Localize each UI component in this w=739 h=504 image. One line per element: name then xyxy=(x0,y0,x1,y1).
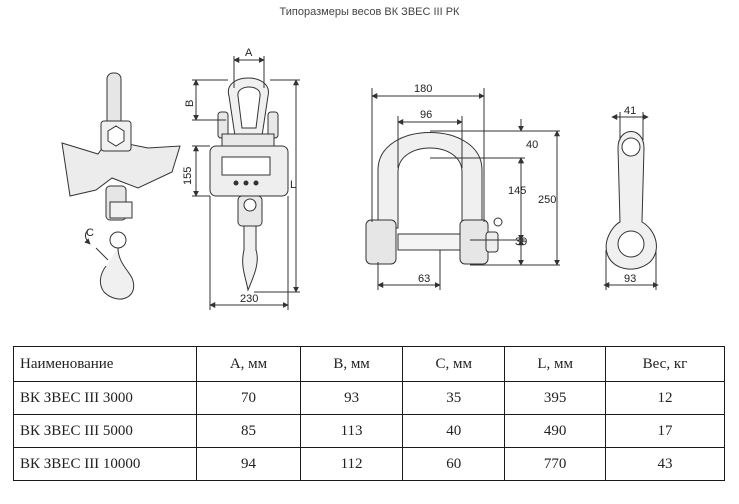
table-row: ВК ЗВЕС III 10000 94 112 60 770 43 xyxy=(13,447,726,481)
table-header-row: Наименование A, мм B, мм C, мм L, мм Вес… xyxy=(13,346,726,382)
table-cell: ВК ЗВЕС III 10000 xyxy=(13,447,197,481)
col-header: Вес, кг xyxy=(604,346,726,382)
table-cell: 43 xyxy=(604,447,726,481)
dim-l-label: L xyxy=(290,179,296,191)
dim-side-top: 41 xyxy=(624,105,636,117)
shackle-front-view: 180 96 40 145 250 39 63 xyxy=(365,83,560,290)
scale-front-view: A B 155 L 230 xyxy=(182,47,300,310)
table-cell: 94 xyxy=(196,447,301,481)
spec-table: Наименование A, мм B, мм C, мм L, мм Вес… xyxy=(13,346,726,481)
table-cell: 112 xyxy=(299,447,404,481)
table-cell: ВК ЗВЕС III 5000 xyxy=(13,414,197,448)
table-cell: 60 xyxy=(402,447,506,481)
table-cell: 113 xyxy=(299,414,404,448)
col-header: C, мм xyxy=(402,346,506,382)
dim-shackle-inner: 96 xyxy=(420,109,432,121)
table-cell: 40 xyxy=(402,414,506,448)
table-cell: 490 xyxy=(504,414,606,448)
col-header: B, мм xyxy=(299,346,404,382)
table-cell: 70 xyxy=(196,381,301,415)
col-header: A, мм xyxy=(196,346,301,382)
table-cell: 93 xyxy=(299,381,404,415)
dim-b-label: B xyxy=(184,100,196,107)
dim-shackle-top: 40 xyxy=(526,139,538,151)
table-cell: 12 xyxy=(604,381,726,415)
dim-front-width: 230 xyxy=(240,293,258,305)
dim-front-height: 155 xyxy=(182,167,194,185)
table-cell: 85 xyxy=(196,414,301,448)
table-row: ВК ЗВЕС III 3000 70 93 35 395 12 xyxy=(13,381,726,415)
table-cell: ВК ЗВЕС III 3000 xyxy=(13,381,197,415)
table-cell: 35 xyxy=(402,381,506,415)
dim-shackle-mid: 145 xyxy=(508,185,526,197)
dim-shackle-total: 250 xyxy=(538,194,556,206)
table-cell: 395 xyxy=(504,381,606,415)
dim-shackle-pin: 39 xyxy=(515,236,527,248)
table-cell: 17 xyxy=(604,414,726,448)
col-header: Наименование xyxy=(13,346,197,382)
usage-illustration: C xyxy=(61,72,181,300)
dim-a-label: A xyxy=(245,47,253,59)
dim-side-width: 93 xyxy=(624,273,636,285)
page-title: Типоразмеры весов ВК ЗВЕС III РК xyxy=(279,6,460,18)
scale-drawings: C A B 155 L xyxy=(61,47,659,310)
shackle-side-view: 41 93 xyxy=(603,105,659,290)
dim-shackle-base: 63 xyxy=(418,273,430,285)
dim-shackle-width: 180 xyxy=(414,83,432,95)
table-row: ВК ЗВЕС III 5000 85 113 40 490 17 xyxy=(13,414,726,448)
table-cell: 770 xyxy=(504,447,606,481)
col-header: L, мм xyxy=(504,346,606,382)
dim-c-label: C xyxy=(86,227,94,239)
